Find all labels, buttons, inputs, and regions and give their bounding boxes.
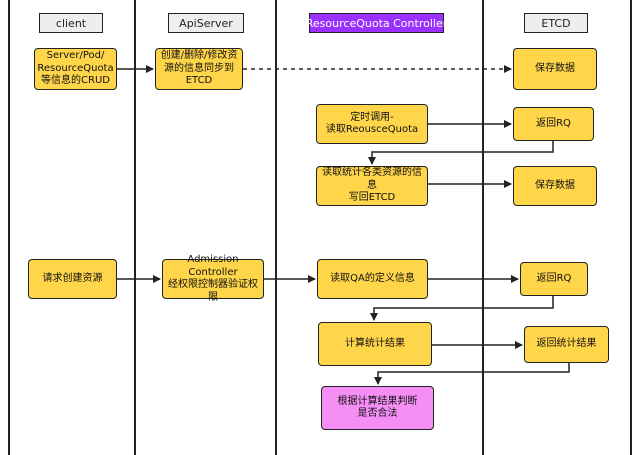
node-etcd-save-1: 保存数据 <box>513 48 597 90</box>
edge-rq-to-stats <box>368 141 554 165</box>
node-etcd-return-stats: 返回统计结果 <box>524 326 609 363</box>
lane-divider-rq-etcd <box>482 0 484 455</box>
node-api-sync: 创建/删除/修改资 源的信息同步到 ETCD <box>155 48 243 90</box>
lane-header-rq-controller: ResourceQuota Controller <box>306 13 447 33</box>
lane-divider-right <box>630 0 632 455</box>
node-rq-stats: 读取统计各类资源的信息 写回ETCD <box>316 166 428 206</box>
node-rq-calc: 计算统计结果 <box>318 322 432 366</box>
lane-divider-left <box>8 0 10 455</box>
node-api-admission: Admission Controller 经权限控制器验证权限 <box>162 254 264 303</box>
edge-rq-to-calc <box>370 296 554 321</box>
node-etcd-return-rq-2: 返回RQ <box>520 262 588 296</box>
node-client-crud: Server/Pod/ ResourceQuota 等信息的CRUD <box>34 48 117 90</box>
lane-divider-client-apiserver <box>134 0 136 455</box>
edge-stats-to-decide <box>374 363 570 385</box>
lane-header-apiserver: ApiServer <box>168 13 244 33</box>
node-etcd-return-rq-1: 返回RQ <box>513 107 594 141</box>
node-rq-decide: 根据计算结果判断 是否合法 <box>321 386 434 430</box>
node-rq-read-qa: 读取QA的定义信息 <box>317 259 428 299</box>
lane-divider-apiserver-rq <box>275 0 277 455</box>
node-etcd-save-2: 保存数据 <box>513 166 597 206</box>
lane-header-client: client <box>39 13 103 33</box>
node-rq-timer: 定时调用- 读取ReousceQuota <box>316 104 428 144</box>
node-client-request: 请求创建资源 <box>28 259 117 299</box>
lane-header-etcd: ETCD <box>524 13 588 33</box>
